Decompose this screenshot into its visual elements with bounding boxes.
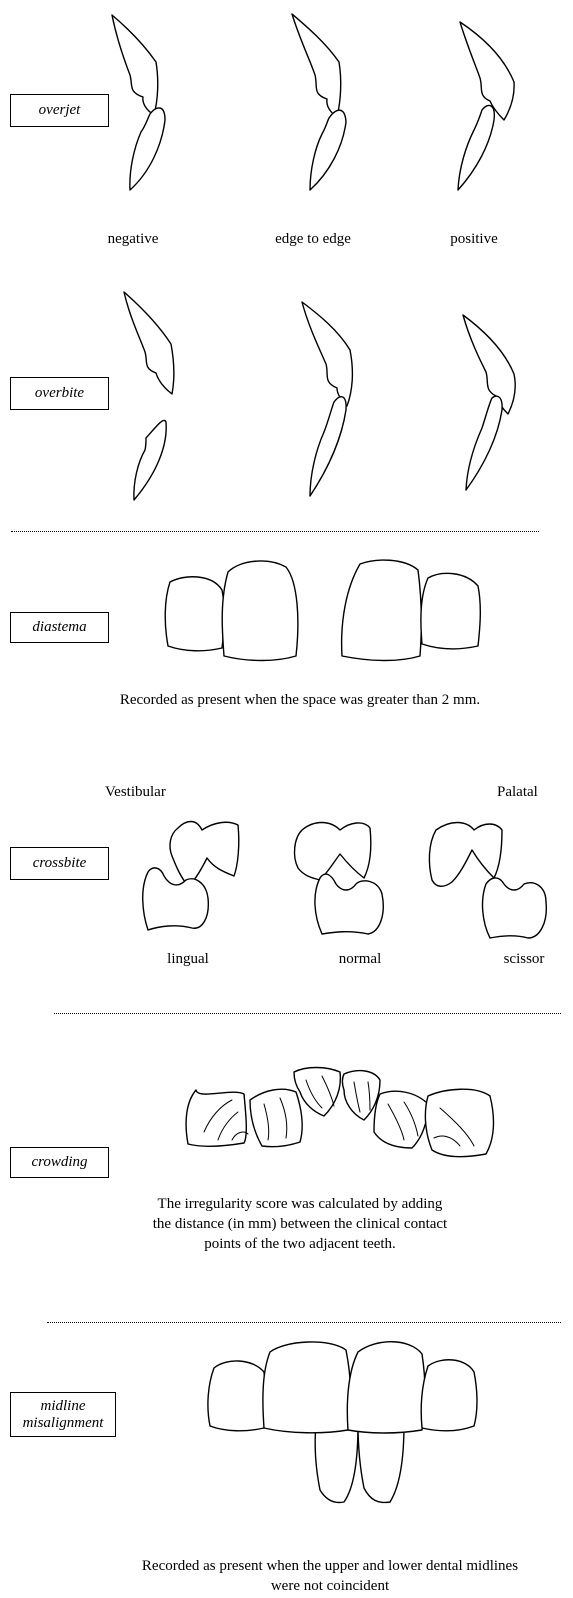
midline-note-line-1: Recorded as present when the upper and l…	[90, 1556, 570, 1576]
midline-note: Recorded as present when the upper and l…	[90, 1556, 570, 1596]
midline-lower-incisor-left	[315, 1424, 358, 1503]
midline-central-right	[347, 1342, 425, 1433]
midline-lateral-right	[421, 1360, 477, 1431]
midline-central-left	[263, 1342, 351, 1433]
midline-lower-incisor-right	[358, 1424, 404, 1502]
midline-lateral-left	[208, 1361, 266, 1431]
midline-note-line-2: were not coincident	[90, 1576, 570, 1596]
